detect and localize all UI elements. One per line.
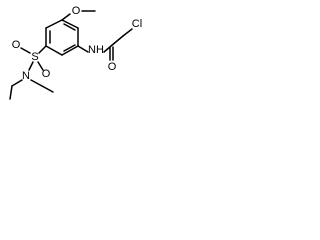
sulfur-lower-oxygen-bond bbox=[37, 61, 44, 71]
sulfonyl-lower-oxygen-label: O bbox=[42, 68, 51, 80]
sulfonamide-group: S O O N bbox=[12, 39, 51, 82]
ring-bond-bottom-right bbox=[61, 45, 79, 56]
chemical-structure-diagram: O NH O Cl S O O N bbox=[9, 5, 142, 100]
ring-bond-top-left bbox=[45, 19, 63, 29]
amine-nitrogen-label: N bbox=[22, 70, 30, 82]
chlorine-label: Cl bbox=[132, 18, 142, 30]
nitrogen-to-right-ethyl-bond bbox=[30, 79, 43, 87]
methoxy-oxygen-label: O bbox=[72, 5, 81, 17]
ring-inner-double-bond-top bbox=[63, 23, 76, 31]
diethyl-groups bbox=[9, 79, 54, 100]
benzene-ring bbox=[45, 19, 79, 56]
sulfur-upper-oxygen-bond bbox=[20, 47, 31, 54]
methoxy-group: O bbox=[61, 5, 96, 21]
ring-bond-bottom-left bbox=[45, 45, 63, 56]
ring-to-sulfur-bond bbox=[38, 45, 47, 54]
ring-inner-double-bond-bottom bbox=[63, 44, 76, 52]
chloroacetamide-group: NH O Cl bbox=[77, 18, 142, 73]
ring-to-methoxy-oxygen-bond bbox=[61, 13, 71, 21]
amide-nh-label: NH bbox=[88, 44, 104, 56]
carbonyl-oxygen-label: O bbox=[108, 61, 117, 73]
sulfonyl-upper-oxygen-label: O bbox=[12, 39, 21, 51]
ring-to-nh-bond bbox=[77, 45, 89, 53]
sulfur-label: S bbox=[31, 51, 38, 63]
carbonyl-to-ch2-bond bbox=[110, 35, 124, 47]
ring-bond-top-right bbox=[61, 19, 79, 29]
sulfur-to-nitrogen-bond bbox=[28, 61, 34, 71]
left-ethyl-chain-bond bbox=[9, 85, 13, 100]
right-ethyl-chain-bond bbox=[41, 85, 54, 93]
nitrogen-to-left-ethyl-bond bbox=[11, 79, 23, 87]
ch2-to-chlorine-bond bbox=[122, 28, 133, 37]
